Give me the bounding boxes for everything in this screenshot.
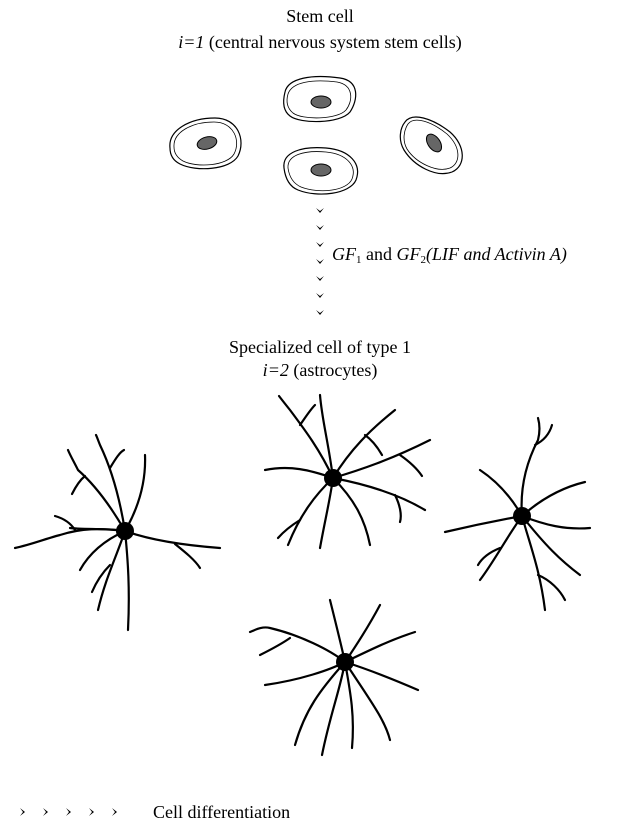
astrocyte-left-body bbox=[116, 522, 134, 540]
stem-cell-right bbox=[400, 117, 462, 174]
astrocyte-right-body bbox=[513, 507, 531, 525]
stem-cell-top bbox=[284, 77, 356, 122]
astrocyte-bottom-body bbox=[336, 653, 354, 671]
astrocyte-top bbox=[265, 395, 430, 548]
stem-cell-left bbox=[170, 118, 241, 169]
astrocyte-bottom bbox=[250, 600, 418, 755]
stem-cell-bottom bbox=[284, 148, 358, 194]
astrocyte-top-body bbox=[324, 469, 342, 487]
legend-arrow-icon bbox=[20, 808, 117, 816]
differentiation-arrow bbox=[316, 208, 324, 315]
